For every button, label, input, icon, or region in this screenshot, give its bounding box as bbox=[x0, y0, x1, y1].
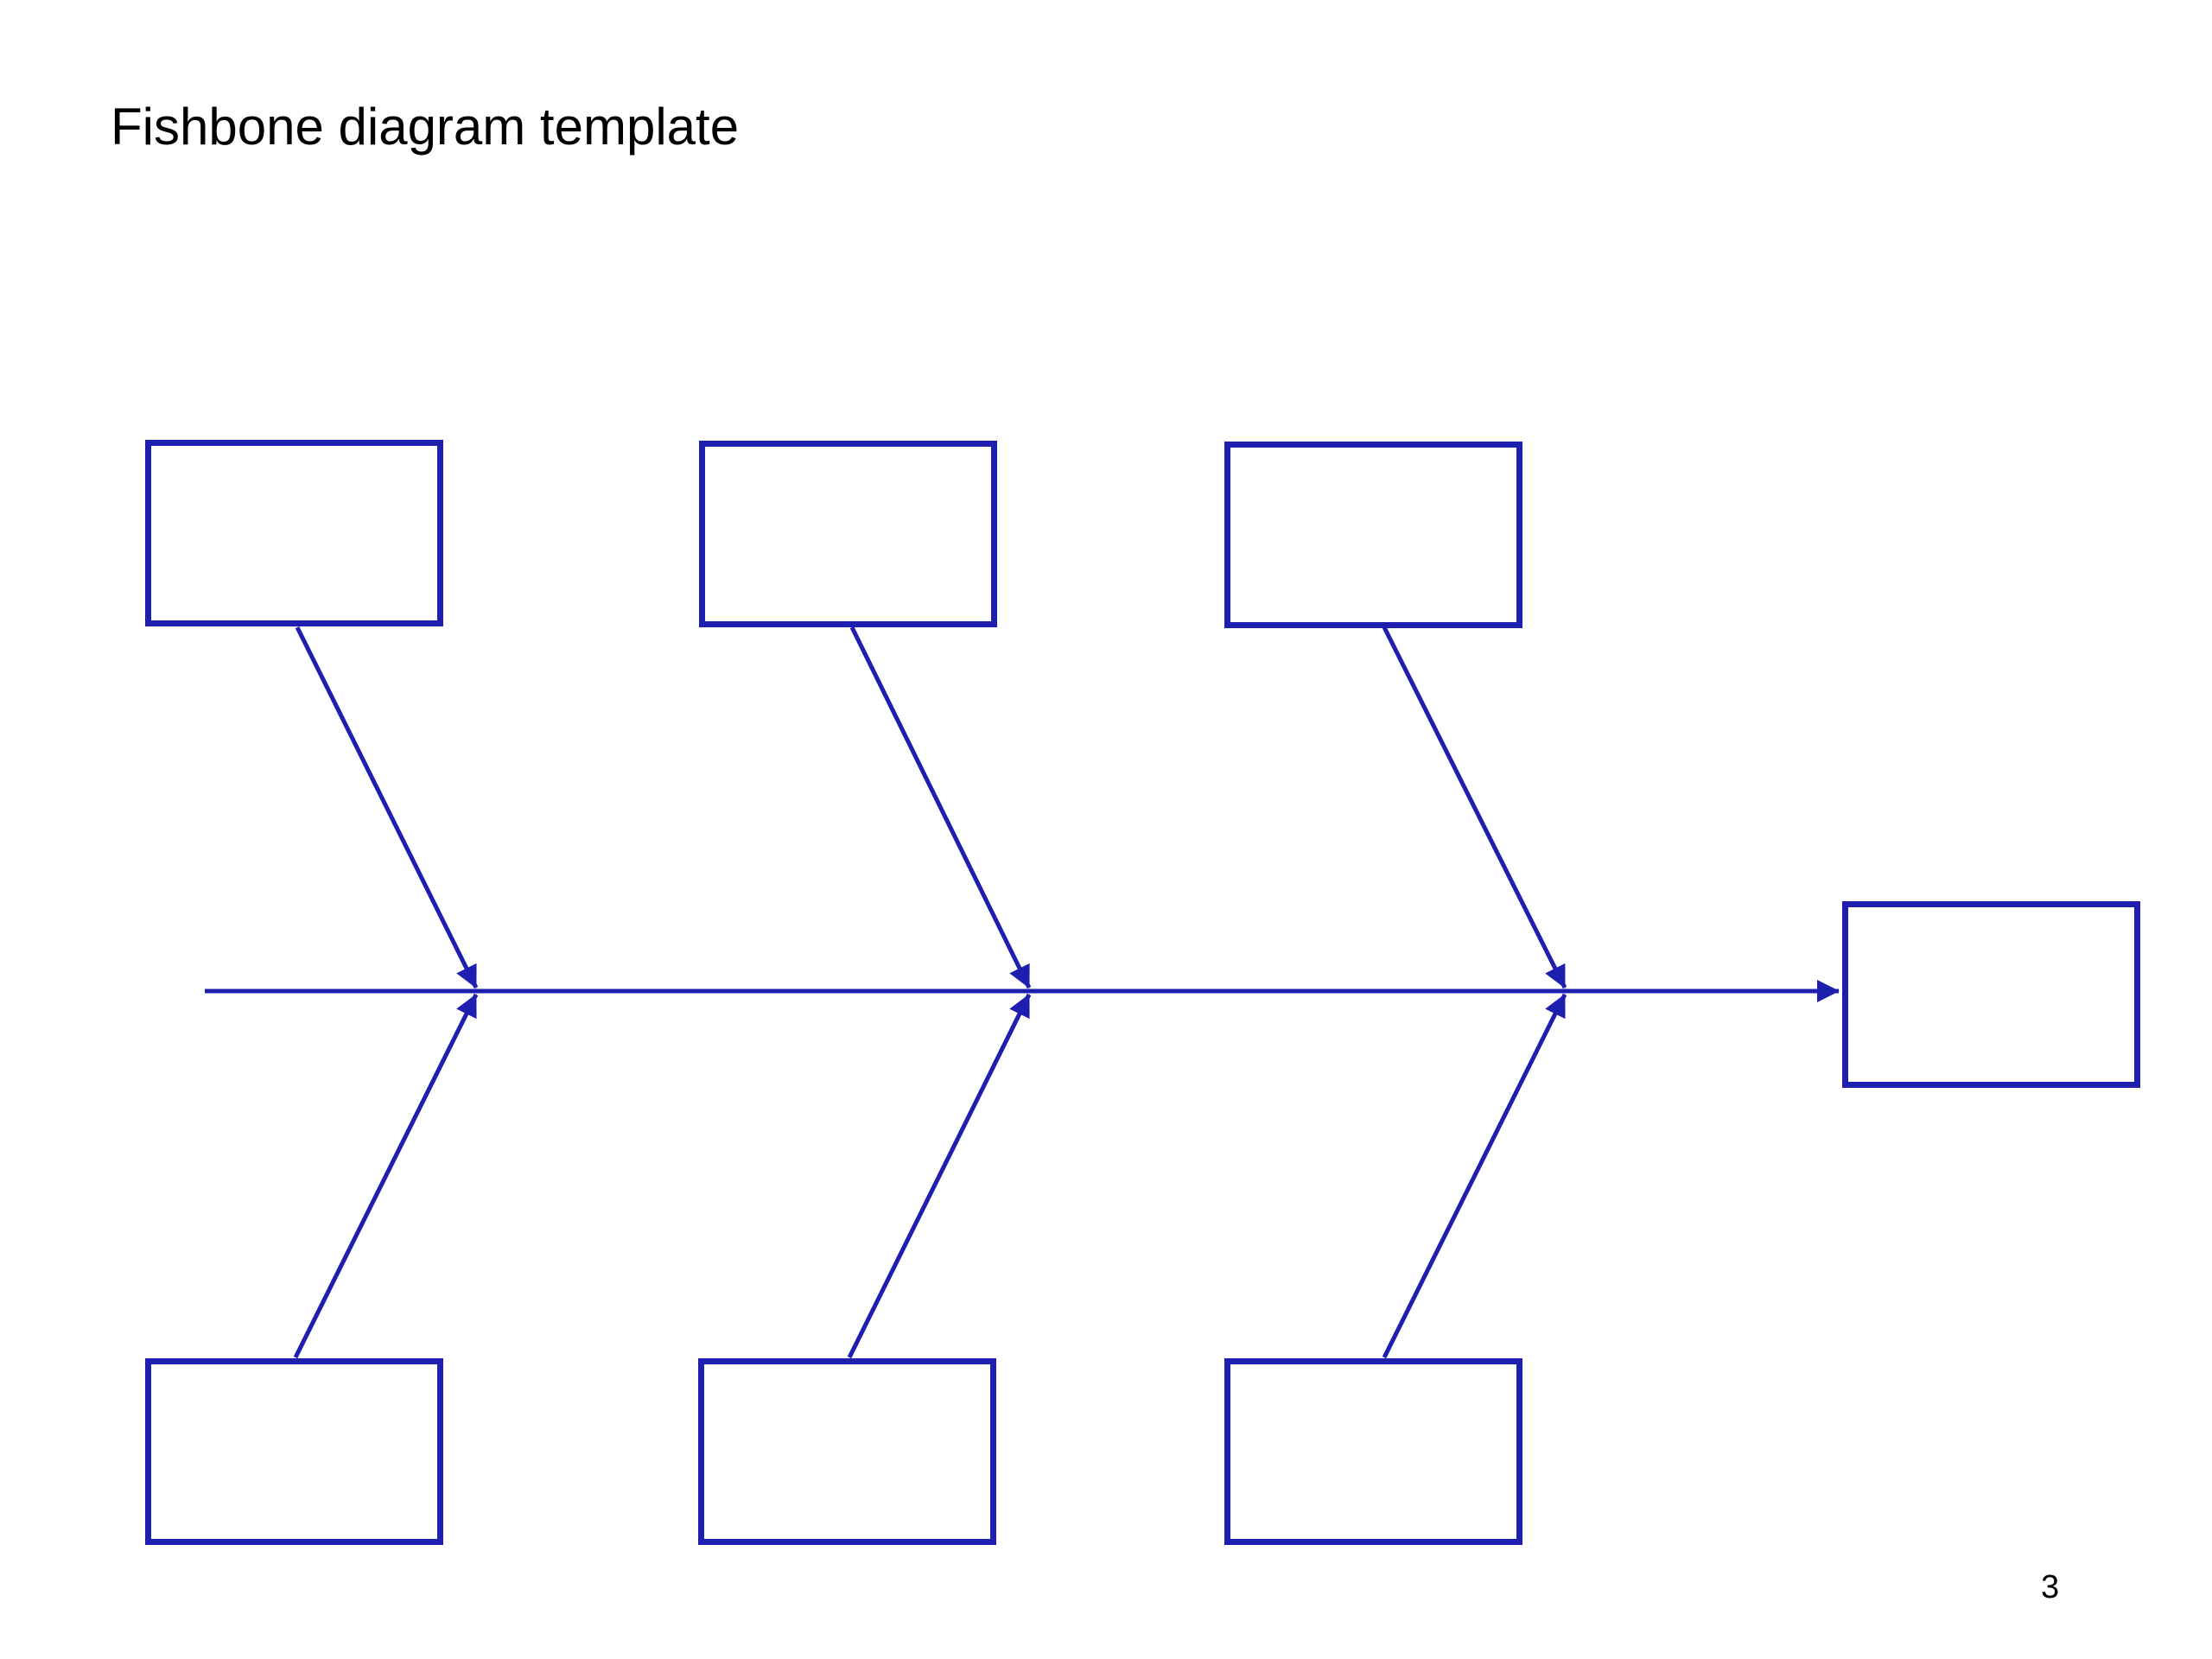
top-bone-3 bbox=[1382, 626, 1567, 989]
bottom-bone-3 bbox=[1382, 993, 1567, 1359]
top-bone-2 bbox=[849, 626, 1032, 989]
effect-box[interactable] bbox=[1842, 901, 2140, 1088]
page-title: Fishbone diagram template bbox=[111, 98, 740, 156]
bottom-bone-1 bbox=[293, 993, 479, 1359]
page-number: 3 bbox=[2041, 1569, 2060, 1605]
cause-box-top-2[interactable] bbox=[699, 441, 997, 627]
cause-box-bottom-1[interactable] bbox=[145, 1358, 443, 1545]
cause-box-bottom-2[interactable] bbox=[698, 1358, 996, 1545]
bottom-bone-2 bbox=[847, 993, 1032, 1359]
cause-box-top-1[interactable] bbox=[145, 440, 443, 626]
top-bone-1 bbox=[295, 626, 479, 989]
cause-box-top-3[interactable] bbox=[1224, 442, 1522, 628]
cause-box-bottom-3[interactable] bbox=[1224, 1358, 1522, 1545]
